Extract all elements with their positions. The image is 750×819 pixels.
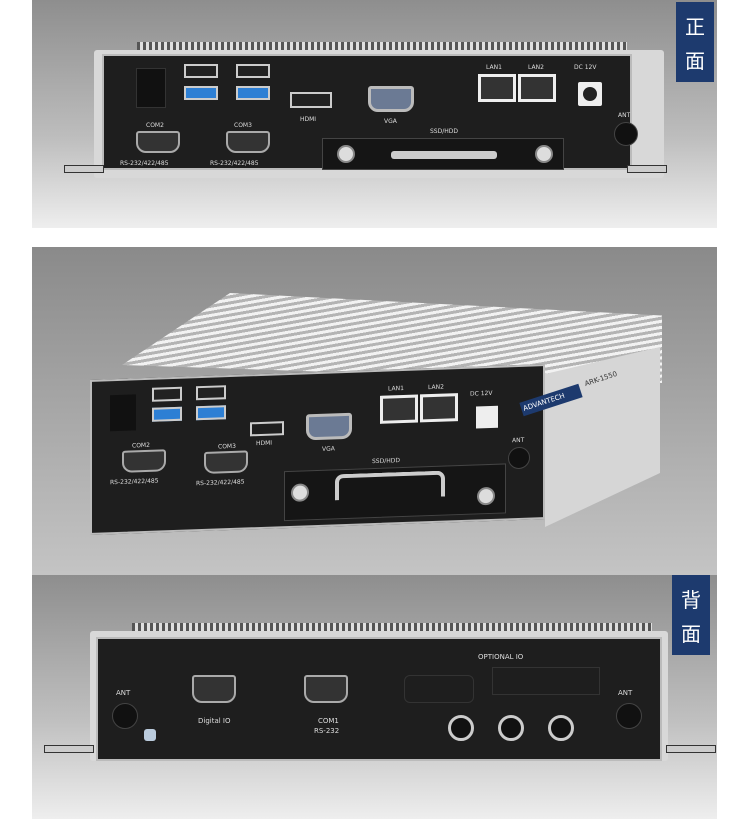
com2-label: COM2 bbox=[146, 122, 164, 129]
angled-view-photo: HDMI VGA LAN1 LAN2 DC 12V ANT COM2 COM3 … bbox=[32, 247, 717, 575]
mounting-foot bbox=[666, 745, 716, 753]
back-view-photo: ANT Digital IO COM1 RS-232 OPTIONAL IO A… bbox=[32, 575, 717, 819]
mounting-foot bbox=[44, 745, 94, 753]
mounting-foot bbox=[64, 165, 104, 173]
ant-label: ANT bbox=[512, 436, 525, 445]
ant-left-label: ANT bbox=[116, 689, 131, 697]
front-view-photo: HDMI VGA LAN1 LAN2 DC 12V ANT COM2 COM3 … bbox=[32, 0, 717, 228]
digital-io-port bbox=[192, 675, 236, 703]
thumb-screw[interactable] bbox=[477, 486, 495, 506]
lan1-port bbox=[380, 394, 418, 424]
badge-char: 面 bbox=[681, 621, 701, 646]
antenna-connector-left bbox=[112, 703, 138, 729]
audio-jack bbox=[548, 715, 574, 741]
ant-right-label: ANT bbox=[618, 689, 633, 697]
mounting-foot bbox=[627, 165, 667, 173]
rs-label-right: RS-232/422/485 bbox=[196, 478, 245, 488]
thumb-screw[interactable] bbox=[535, 145, 553, 163]
dc-label: DC 12V bbox=[574, 64, 597, 71]
com2-port bbox=[136, 131, 180, 153]
ant-label: ANT bbox=[618, 112, 631, 119]
lan1-port bbox=[478, 74, 516, 102]
com3-label: COM3 bbox=[218, 442, 236, 451]
thumb-screw[interactable] bbox=[337, 145, 355, 163]
power-button[interactable] bbox=[136, 68, 166, 108]
com3-port bbox=[204, 450, 248, 474]
bay-handle[interactable] bbox=[391, 151, 497, 159]
usb-port bbox=[184, 64, 218, 78]
optional-io-cutout bbox=[492, 667, 600, 695]
storage-bay[interactable] bbox=[322, 138, 564, 170]
lan2-port bbox=[420, 393, 458, 423]
usb-port bbox=[236, 64, 270, 78]
dc-label: DC 12V bbox=[470, 389, 493, 398]
com2-label: COM2 bbox=[132, 441, 150, 450]
badge-char: 面 bbox=[685, 48, 705, 73]
usb3-port bbox=[152, 406, 182, 422]
hdmi-label: HDMI bbox=[256, 439, 273, 448]
back-badge: 背 面 bbox=[672, 575, 710, 655]
usb3-port bbox=[196, 405, 226, 421]
rear-faceplate: ANT Digital IO COM1 RS-232 OPTIONAL IO A… bbox=[96, 637, 662, 761]
hdmi-port bbox=[250, 421, 284, 437]
hdmi-label: HDMI bbox=[300, 116, 317, 123]
rs-label-left: RS-232/422/485 bbox=[110, 477, 159, 487]
usb-port bbox=[152, 386, 182, 402]
com2-port bbox=[122, 449, 166, 473]
optional-io-label: OPTIONAL IO bbox=[478, 653, 524, 661]
ground-screw-icon bbox=[144, 729, 156, 741]
vga-port bbox=[306, 412, 352, 441]
heatsink-fins bbox=[137, 42, 627, 52]
vga-label: VGA bbox=[384, 118, 397, 125]
lan2-port bbox=[518, 74, 556, 102]
usb3-port bbox=[184, 86, 218, 100]
lan1-label: LAN1 bbox=[486, 64, 502, 71]
vga-port bbox=[368, 86, 414, 112]
storage-bay[interactable] bbox=[284, 463, 506, 522]
hdmi-port bbox=[290, 92, 332, 108]
thumb-screw[interactable] bbox=[291, 483, 309, 502]
usb3-port bbox=[236, 86, 270, 100]
com1-type-label: RS-232 bbox=[314, 727, 340, 735]
dc-jack bbox=[578, 82, 602, 106]
storage-label: SSD/HDD bbox=[430, 128, 459, 135]
badge-char: 背 bbox=[681, 587, 701, 612]
com1-port bbox=[304, 675, 348, 703]
vga-label: VGA bbox=[322, 445, 335, 453]
bay-handle[interactable] bbox=[335, 470, 445, 501]
lan2-label: LAN2 bbox=[528, 64, 544, 71]
dc-jack bbox=[476, 405, 498, 429]
digital-io-label: Digital IO bbox=[198, 717, 231, 725]
com3-port bbox=[226, 131, 270, 153]
com1-label: COM1 bbox=[318, 717, 339, 725]
heatsink-fins bbox=[132, 623, 652, 633]
antenna-jack bbox=[448, 715, 474, 741]
audio-jack bbox=[498, 715, 524, 741]
rs-label-right: RS-232/422/485 bbox=[210, 160, 259, 167]
antenna-connector-right bbox=[616, 703, 642, 729]
front-faceplate: HDMI VGA LAN1 LAN2 DC 12V ANT COM2 COM3 … bbox=[102, 54, 638, 170]
antenna-connector bbox=[614, 122, 638, 146]
lan1-label: LAN1 bbox=[388, 384, 404, 393]
com3-label: COM3 bbox=[234, 122, 252, 129]
front-badge: 正 面 bbox=[676, 2, 714, 82]
rs-label-left: RS-232/422/485 bbox=[120, 160, 169, 167]
usb-port bbox=[196, 385, 226, 401]
badge-char: 正 bbox=[685, 14, 705, 39]
storage-label: SSD/HDD bbox=[372, 457, 401, 466]
antenna-connector bbox=[508, 446, 530, 470]
power-button[interactable] bbox=[110, 394, 136, 432]
front-faceplate: HDMI VGA LAN1 LAN2 DC 12V ANT COM2 COM3 … bbox=[90, 364, 545, 535]
lan2-label: LAN2 bbox=[428, 383, 444, 392]
optional-io-cutout bbox=[404, 675, 474, 703]
